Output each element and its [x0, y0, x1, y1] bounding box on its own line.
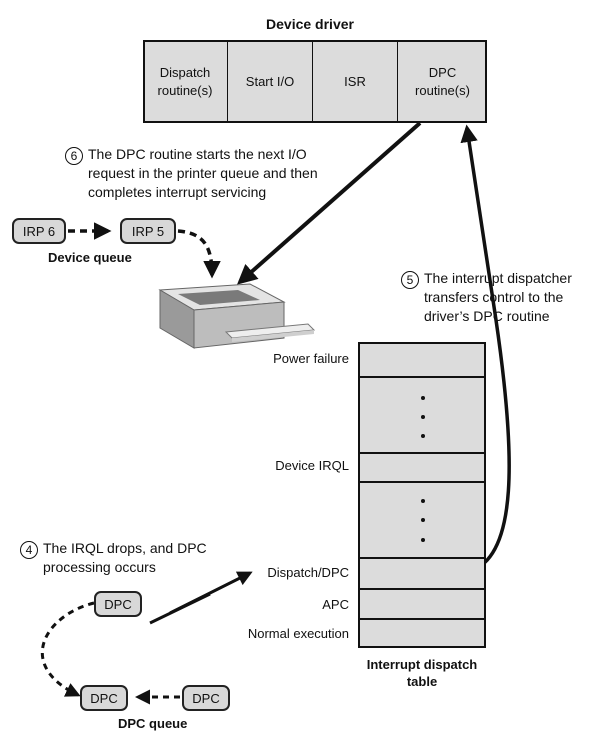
- ellipsis-dot: [421, 499, 425, 503]
- table-divider: [358, 481, 486, 483]
- printer-icon: [158, 283, 316, 349]
- table-divider: [358, 376, 486, 378]
- ellipsis-dot: [421, 538, 425, 542]
- step-6-number: 6: [65, 147, 83, 165]
- device-irql-label: Device IRQL: [275, 458, 349, 473]
- step-4-text: The IRQL drops, and DPC processing occur…: [43, 540, 207, 575]
- table-divider: [358, 452, 486, 454]
- start-io-cell: Start I/O: [228, 40, 313, 123]
- ellipsis-dot: [421, 518, 425, 522]
- dpc-queue-label: DPC queue: [118, 716, 188, 731]
- dispatch-to-dpc-routine-arrow: [460, 124, 511, 574]
- device-driver-box: [143, 40, 487, 123]
- irp5-to-printer-arrow: [177, 229, 221, 279]
- dpc-to-printer-arrow: [237, 121, 422, 285]
- normal-execution-label: Normal execution: [247, 626, 349, 641]
- ellipsis-dot: [421, 396, 425, 400]
- dpc-loop-arrow: [40, 601, 95, 697]
- isr-cell: ISR: [313, 40, 398, 123]
- table-divider: [358, 618, 486, 620]
- dpc-pill-left: DPC: [80, 685, 128, 711]
- ellipsis-dot: [421, 415, 425, 419]
- irp-6-pill: IRP 6: [12, 218, 66, 244]
- dispatch-dpc-label: Dispatch/DPC: [267, 565, 349, 580]
- step-5-text: The interrupt dispatcher transfers contr…: [424, 270, 572, 324]
- dispatch-table-caption: Interrupt dispatch table: [366, 657, 478, 689]
- device-queue-label: Device queue: [48, 250, 132, 265]
- step-6-text: The DPC routine starts the next I/O requ…: [88, 146, 318, 200]
- apc-label: APC: [322, 597, 349, 612]
- dpc-pill-right: DPC: [182, 685, 230, 711]
- irp-5-pill: IRP 5: [120, 218, 176, 244]
- device-driver-title: Device driver: [266, 16, 354, 32]
- step-4-number: 4: [20, 541, 38, 559]
- step-5-number: 5: [401, 271, 419, 289]
- dpc-routines-cell: DPC routine(s): [415, 64, 470, 98]
- table-divider: [358, 557, 486, 559]
- dpc-pill-top: DPC: [94, 591, 142, 617]
- ellipsis-dot: [421, 434, 425, 438]
- irql-drop-zigzag-arrow: [149, 571, 253, 625]
- interrupt-dispatch-table: [358, 342, 486, 648]
- table-divider: [358, 588, 486, 590]
- dispatch-routines-cell: Dispatch routine(s): [143, 40, 228, 123]
- power-failure-label: Power failure: [273, 351, 349, 366]
